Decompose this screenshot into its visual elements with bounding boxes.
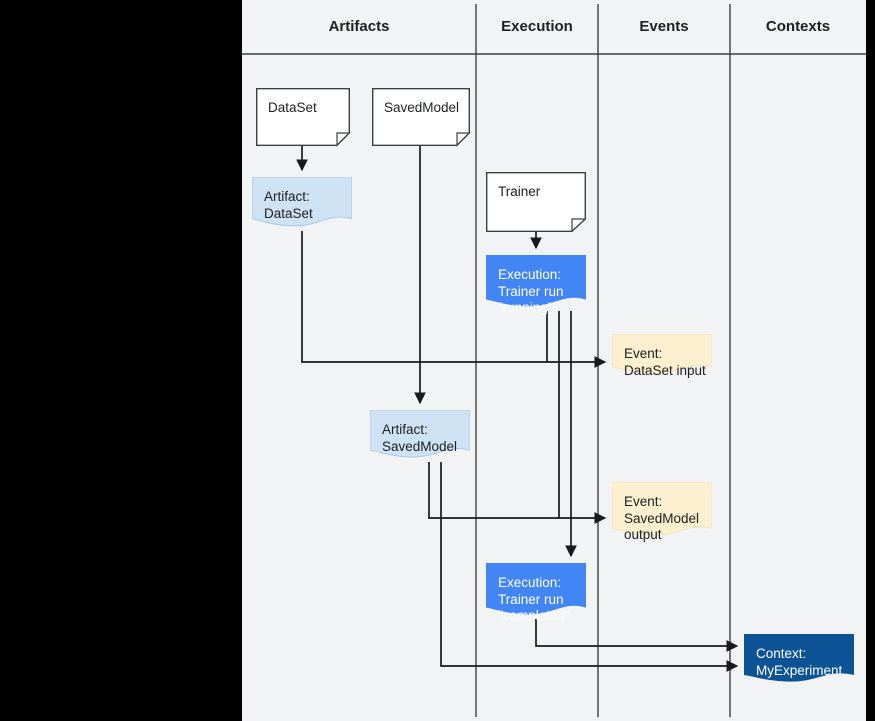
node-label: DataSet (268, 100, 317, 115)
artifact-shape (370, 410, 470, 458)
node-label: Artifact: DataSet (264, 189, 313, 221)
node-execution-completed[interactable]: Execution: Trainer run "completed" (486, 563, 586, 623)
node-savedmodel[interactable]: SavedModel (372, 88, 470, 146)
lane-title-contexts: Contexts (765, 18, 831, 35)
node-label: Trainer (498, 184, 541, 199)
lane-title-execution: Execution (501, 18, 573, 35)
node-label: Event: SavedModel output (624, 494, 700, 542)
node-event-dataset-input[interactable]: Event: DataSet input (612, 334, 712, 378)
lane-title-events: Events (639, 18, 689, 35)
node-label: Artifact: SavedModel (382, 422, 458, 454)
node-label: Context: MyExperiment (756, 646, 843, 678)
node-label: SavedModel (384, 100, 460, 115)
node-event-savedmodel-output[interactable]: Event: SavedModel output (612, 482, 712, 542)
node-trainer[interactable]: Trainer (486, 172, 586, 232)
node-context-myexperiment[interactable]: Context: MyExperiment (744, 634, 854, 686)
note-shape (256, 88, 350, 146)
lane-title-artifacts: Artifacts (328, 18, 390, 35)
artifact-shape (252, 177, 352, 227)
node-label: Event: DataSet input (624, 346, 706, 378)
node-artifact-dataset[interactable]: Artifact: DataSet (252, 177, 352, 231)
node-execution-running[interactable]: Execution: Trainer run "running" (486, 255, 586, 315)
note-shape (372, 88, 470, 146)
node-label: Execution: Trainer run "completed" (498, 575, 570, 623)
note-shape (486, 172, 586, 232)
node-artifact-savedmodel[interactable]: Artifact: SavedModel (370, 410, 470, 462)
context-shape (744, 634, 854, 682)
event-shape (612, 334, 712, 374)
node-label: Execution: Trainer run "running" (498, 267, 564, 315)
node-dataset[interactable]: DataSet (256, 88, 350, 146)
